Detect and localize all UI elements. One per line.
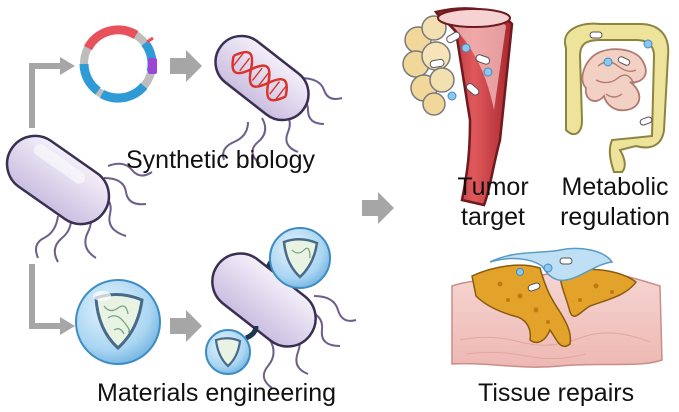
tumor-vessel-icon: [402, 7, 514, 207]
tumor-cells: [402, 15, 455, 116]
bacterium-icon: [5, 134, 153, 263]
label-tumor-target-line2: target: [461, 202, 525, 231]
label-metabolic-regulation-line1: Metabolic: [561, 173, 669, 201]
arrow-plasmid-to-bacterium: [170, 50, 202, 82]
arrow-to-applications: [362, 192, 394, 224]
material-capsule-icon: [75, 279, 161, 365]
intestine-icon: [563, 22, 670, 173]
plasmid-icon: [79, 25, 157, 103]
label-materials-engineering: Materials engineering: [97, 379, 337, 407]
label-tumor-target-line1: Tumor: [457, 173, 529, 201]
label-metabolic-regulation-line2: regulation: [560, 202, 670, 231]
label-tissue-repairs: Tissue repairs: [478, 379, 635, 407]
arrow-capsule-to-bacterium: [170, 310, 202, 342]
arrow-head-top: [60, 57, 75, 75]
label-tumor-target: Tumor target: [448, 173, 538, 232]
tissue-icon: [451, 247, 663, 368]
label-synthetic-biology: Synthetic biology: [126, 146, 316, 174]
material-bacterium-icon: [205, 227, 357, 389]
branch-arrow-bottom: [29, 264, 62, 329]
label-metabolic-regulation: Metabolic regulation: [553, 173, 677, 232]
arrow-head-bottom: [60, 317, 75, 335]
engineered-bacterium-icon: [214, 34, 343, 165]
branch-arrow-top: [29, 63, 62, 128]
